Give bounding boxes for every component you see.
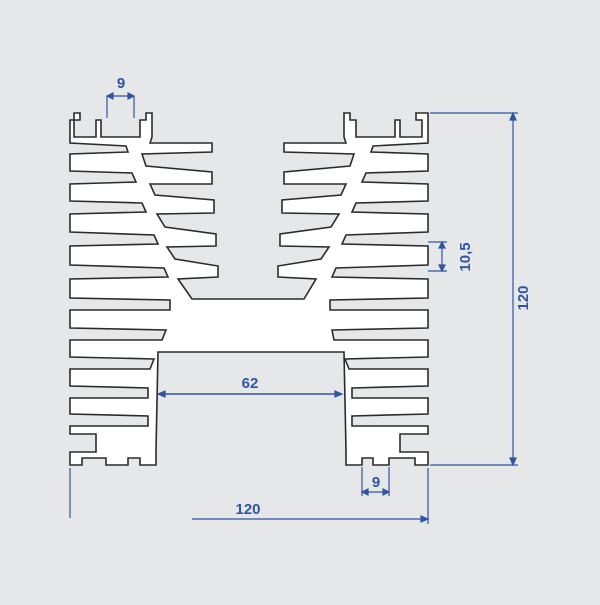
- dim-fin-pitch-label: 10,5: [457, 242, 474, 271]
- dim-overall-height: [430, 111, 518, 467]
- dim-fin-pitch: [428, 240, 447, 273]
- dim-inner-channel: [156, 390, 344, 398]
- dim-overall-width: [69, 468, 430, 524]
- dim-bottom-slot: [360, 467, 391, 496]
- dim-overall-height-label: 120: [515, 285, 532, 310]
- dim-overall-width-label: 120: [235, 501, 260, 518]
- dim-top-slot-label: 9: [117, 75, 125, 92]
- dim-inner-channel-label: 62: [242, 375, 259, 392]
- heatsink-profile: [69, 112, 429, 466]
- dim-bottom-slot-label: 9: [372, 474, 380, 491]
- dim-top-slot: [105, 92, 136, 118]
